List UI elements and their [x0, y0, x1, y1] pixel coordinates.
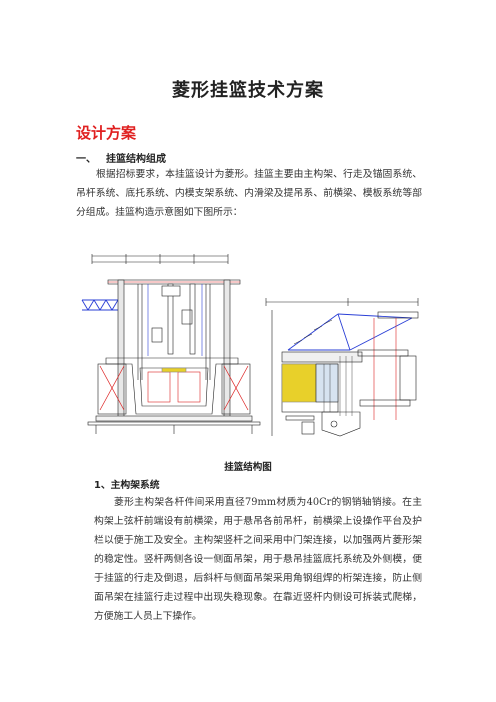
- subsection-heading: 一、挂篮结构组成: [76, 150, 166, 165]
- intro-paragraph: 根据招标要求，本挂篮设计为菱形。挂篮主要由主构架、行走及锚固系统、吊杆系统、底托…: [76, 169, 422, 218]
- section-heading: 设计方案: [76, 124, 137, 142]
- subsubsection-heading: 1、主构架系统: [94, 480, 160, 491]
- subsection-title: 挂篮结构组成: [106, 154, 166, 165]
- side-elevation-view: [265, 298, 419, 437]
- cradle-structure-drawing: [81, 254, 419, 437]
- figure-caption: 挂篮结构图: [224, 462, 272, 473]
- cross-section-view: [81, 254, 261, 434]
- main-frame-paragraph: 菱形主构架各杆件间采用直径79mm材质为40Cr的钢销轴销接。在主构架上弦杆前端…: [94, 497, 422, 622]
- subsection-number: 一、: [76, 154, 96, 165]
- document-title: 菱形挂篮技术方案: [172, 80, 324, 101]
